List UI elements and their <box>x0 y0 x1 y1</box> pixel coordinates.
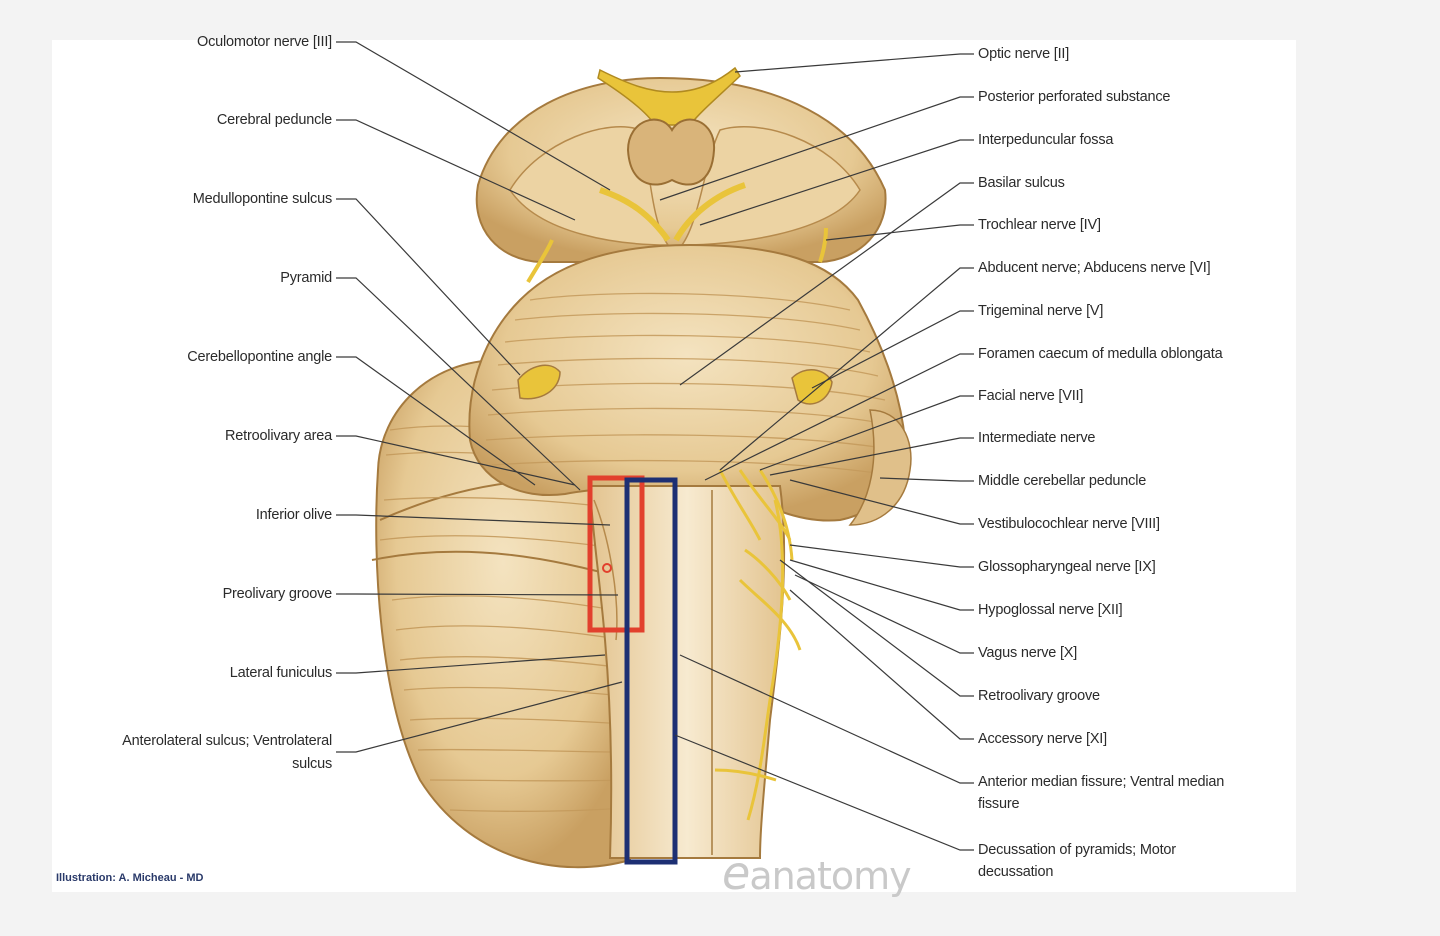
label-medullopontine-sulcus: Medullopontine sulcus <box>192 191 332 207</box>
label-retroolivary-groove: Retroolivary groove <box>978 688 1100 704</box>
label-trigeminal-nerve: Trigeminal nerve [V] <box>978 303 1104 319</box>
label-basilar-sulcus: Basilar sulcus <box>978 175 1065 191</box>
highlight-marker <box>602 563 612 573</box>
label-oculomotor: Oculomotor nerve [III] <box>196 34 332 50</box>
label-anterolateral-sulcus-line2: sulcus <box>292 756 332 772</box>
label-interpeduncular-fossa: Interpeduncular fossa <box>978 132 1114 148</box>
highlight-box-red <box>587 475 645 633</box>
label-retroolivary-area: Retroolivary area <box>224 428 332 444</box>
label-accessory-nerve: Accessory nerve [XI] <box>978 731 1107 747</box>
illustration-credit: Illustration: A. Micheau - MD <box>56 872 204 884</box>
label-foramen-caecum: Foramen caecum of medulla oblongata <box>978 346 1223 362</box>
label-hypoglossal-nerve: Hypoglossal nerve [XII] <box>978 602 1123 618</box>
leader-lines-left <box>336 41 623 753</box>
label-abducent-nerve: Abducent nerve; Abducens nerve [VI] <box>978 260 1211 276</box>
label-glossopharyngeal-nerve: Glossopharyngeal nerve [IX] <box>978 559 1156 575</box>
label-decussation-of-pyramids: Decussation of pyramids; Motor <box>978 842 1176 858</box>
midbrain <box>475 66 887 284</box>
label-anterior-median-fissure-line2: fissure <box>978 796 1020 812</box>
leader-lines-right <box>659 53 974 851</box>
label-trochlear-nerve: Trochlear nerve [IV] <box>978 217 1101 233</box>
label-decussation-of-pyramids-line2: decussation <box>978 864 1054 880</box>
label-vestibulocochlear-nerve: Vestibulocochlear nerve [VIII] <box>978 516 1160 532</box>
label-preolivary-groove: Preolivary groove <box>222 586 333 602</box>
label-pyramid: Pyramid <box>280 270 332 286</box>
label-middle-cerebellar-peduncle: Middle cerebellar peduncle <box>978 473 1147 489</box>
medulla <box>588 469 802 859</box>
label-intermediate-nerve: Intermediate nerve <box>978 430 1096 446</box>
label-posterior-perforated-substance: Posterior perforated substance <box>978 89 1171 105</box>
label-facial-nerve: Facial nerve [VII] <box>978 388 1084 404</box>
label-vagus-nerve: Vagus nerve [X] <box>978 645 1078 661</box>
e-anatomy-watermark-logo: eanatomy <box>722 846 912 900</box>
label-anterior-median-fissure: Anterior median fissure; Ventral median <box>978 774 1225 790</box>
label-inferior-olive: Inferior olive <box>255 507 332 523</box>
pons <box>468 243 912 526</box>
highlight-box-blue <box>624 477 678 865</box>
label-anterolateral-sulcus: Anterolateral sulcus; Ventrolateral <box>122 733 332 749</box>
label-optic-nerve: Optic nerve [II] <box>978 46 1070 62</box>
label-lateral-funiculus: Lateral funiculus <box>229 665 332 681</box>
watermark-text: anatomy <box>749 854 911 898</box>
label-cerebral-peduncle: Cerebral peduncle <box>216 112 332 128</box>
label-cerebellopontine-angle: Cerebellopontine angle <box>187 349 332 365</box>
